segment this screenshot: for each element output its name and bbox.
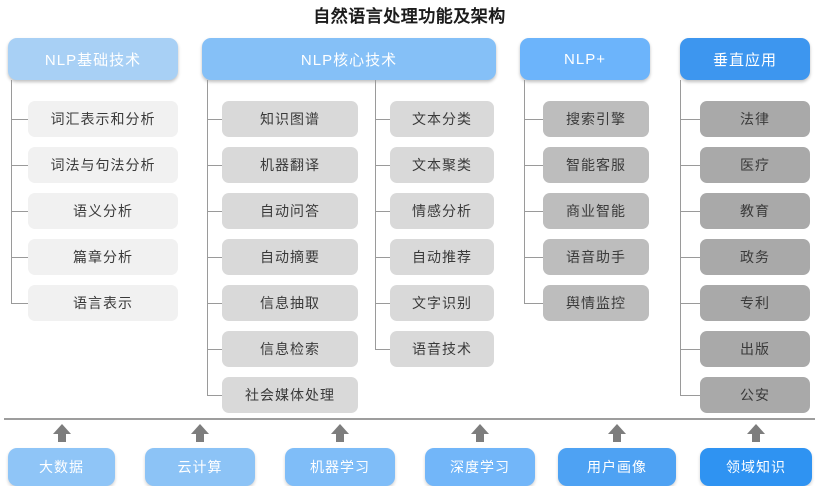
item-box[interactable]: 文字识别: [390, 285, 494, 321]
connector-hline: [207, 349, 222, 350]
item-box[interactable]: 医疗: [700, 147, 810, 183]
connector-hline: [11, 211, 28, 212]
connector-vline-core-left: [207, 80, 208, 395]
connector-hline: [524, 303, 543, 304]
item-box[interactable]: 自动摘要: [222, 239, 358, 275]
connector-vline-basic: [11, 80, 12, 303]
connector-vline-plus: [524, 80, 525, 303]
connector-hline: [524, 119, 543, 120]
item-box[interactable]: 机器翻译: [222, 147, 358, 183]
item-box[interactable]: 信息检索: [222, 331, 358, 367]
item-box[interactable]: 信息抽取: [222, 285, 358, 321]
item-box[interactable]: 法律: [700, 101, 810, 137]
foundation-box[interactable]: 领域知识: [700, 448, 812, 486]
item-box[interactable]: 自动推荐: [390, 239, 494, 275]
foundation-box[interactable]: 深度学习: [425, 448, 535, 486]
connector-hline: [680, 395, 700, 396]
connector-hline: [375, 211, 390, 212]
item-box[interactable]: 政务: [700, 239, 810, 275]
item-box[interactable]: 篇章分析: [28, 239, 178, 275]
connector-hline: [207, 211, 222, 212]
item-box[interactable]: 知识图谱: [222, 101, 358, 137]
connector-hline: [207, 395, 222, 396]
item-box[interactable]: 公安: [700, 377, 810, 413]
item-box[interactable]: 专利: [700, 285, 810, 321]
foundation-divider: [4, 418, 815, 420]
connector-hline: [680, 119, 700, 120]
connector-hline: [524, 165, 543, 166]
item-box[interactable]: 词法与句法分析: [28, 147, 178, 183]
connector-hline: [207, 165, 222, 166]
foundation-box[interactable]: 机器学习: [285, 448, 395, 486]
item-box[interactable]: 语音助手: [543, 239, 649, 275]
connector-hline: [375, 349, 390, 350]
item-box[interactable]: 语言表示: [28, 285, 178, 321]
connector-hline: [207, 303, 222, 304]
connector-hline: [375, 257, 390, 258]
item-box[interactable]: 自动问答: [222, 193, 358, 229]
connector-hline: [375, 303, 390, 304]
connector-vline-core-right: [375, 80, 376, 349]
foundation-box[interactable]: 用户画像: [558, 448, 676, 486]
item-box[interactable]: 搜索引擎: [543, 101, 649, 137]
item-box[interactable]: 词汇表示和分析: [28, 101, 178, 137]
connector-hline: [207, 119, 222, 120]
item-box[interactable]: 教育: [700, 193, 810, 229]
foundation-box[interactable]: 云计算: [145, 448, 255, 486]
connector-hline: [375, 119, 390, 120]
item-box[interactable]: 舆情监控: [543, 285, 649, 321]
connector-vline-vertical: [680, 80, 681, 395]
connector-hline: [680, 349, 700, 350]
connector-hline: [524, 211, 543, 212]
header-nlp-core[interactable]: NLP核心技术: [202, 38, 496, 80]
item-box[interactable]: 语音技术: [390, 331, 494, 367]
connector-hline: [680, 211, 700, 212]
connector-hline: [375, 165, 390, 166]
item-box[interactable]: 出版: [700, 331, 810, 367]
connector-hline: [207, 257, 222, 258]
header-nlp-basic[interactable]: NLP基础技术: [8, 38, 178, 80]
page-title: 自然语言处理功能及架构: [313, 7, 506, 26]
header-nlp-plus[interactable]: NLP+: [520, 38, 650, 80]
item-box[interactable]: 文本聚类: [390, 147, 494, 183]
item-box[interactable]: 文本分类: [390, 101, 494, 137]
header-vertical-apps[interactable]: 垂直应用: [680, 38, 810, 80]
item-box[interactable]: 商业智能: [543, 193, 649, 229]
connector-hline: [680, 303, 700, 304]
connector-hline: [11, 119, 28, 120]
foundation-box[interactable]: 大数据: [8, 448, 115, 486]
connector-hline: [524, 257, 543, 258]
item-box[interactable]: 社会媒体处理: [222, 377, 358, 413]
connector-hline: [680, 257, 700, 258]
item-box[interactable]: 语义分析: [28, 193, 178, 229]
item-box[interactable]: 情感分析: [390, 193, 494, 229]
connector-hline: [11, 303, 28, 304]
connector-hline: [680, 165, 700, 166]
item-box[interactable]: 智能客服: [543, 147, 649, 183]
connector-hline: [11, 165, 28, 166]
connector-hline: [11, 257, 28, 258]
